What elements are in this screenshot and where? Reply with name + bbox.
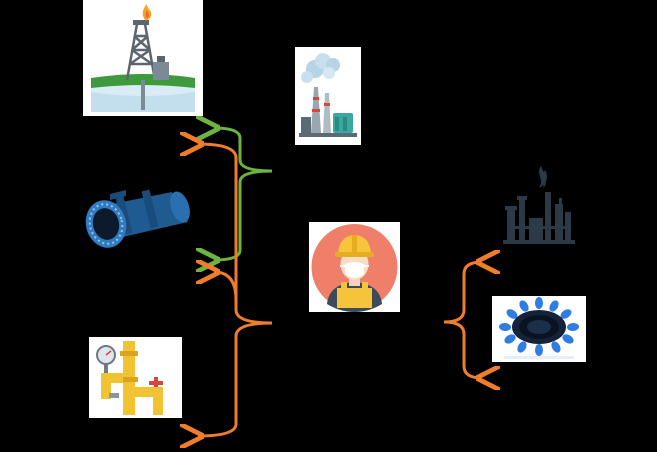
gas-worker-card [309, 222, 400, 312]
gas-meter-riser-icon [89, 337, 182, 418]
orange-brace-right-upper [443, 262, 482, 324]
orange-brace-lower [198, 321, 273, 436]
gas-well-card [83, 0, 203, 116]
refinery-icon [503, 166, 575, 244]
power-plant-card [295, 47, 361, 145]
orange-brace-middle [214, 272, 238, 301]
orange-brace-right-lower [443, 320, 482, 378]
power-plant-icon [295, 47, 361, 145]
green-brace [214, 128, 273, 173]
pipeline-icon [85, 189, 190, 248]
orange-brace-upper [198, 144, 273, 325]
gas-burner-card [492, 296, 586, 362]
green-brace-lower [214, 169, 273, 260]
gas-well-icon [83, 0, 203, 116]
gas-meter-riser-card [89, 337, 182, 418]
gas-worker-icon [309, 222, 400, 312]
gas-burner-icon [492, 296, 586, 362]
